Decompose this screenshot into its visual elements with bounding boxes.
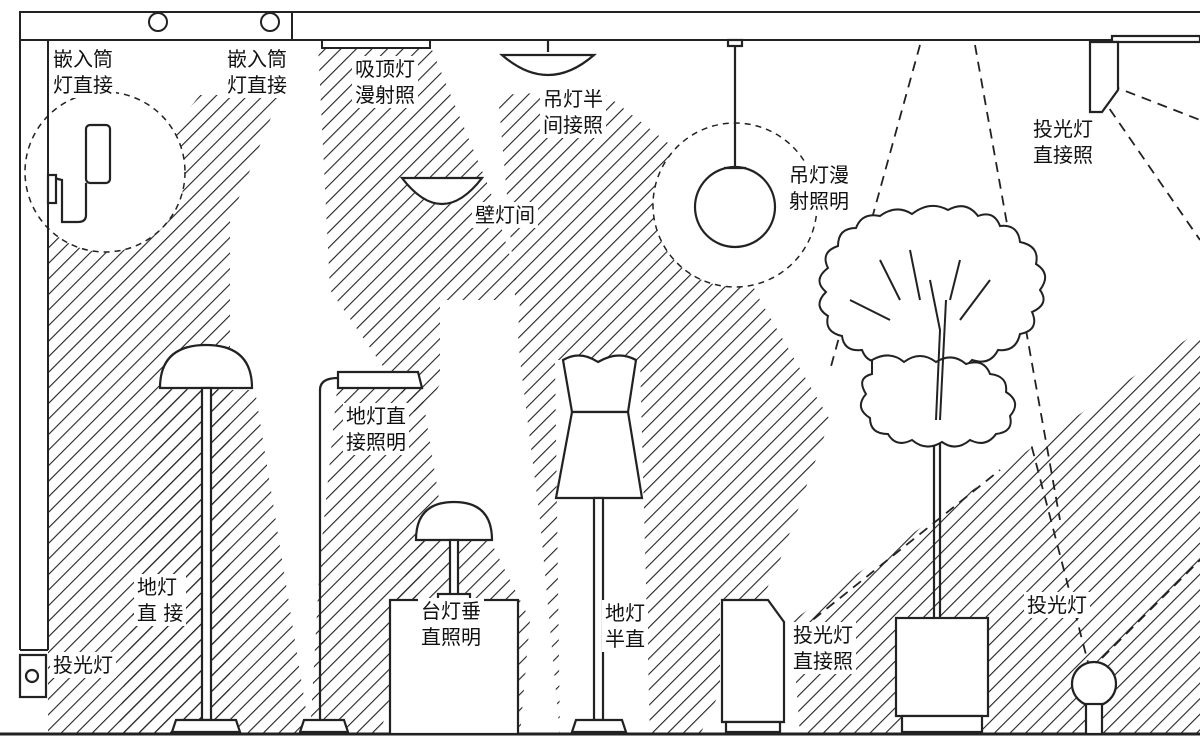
- label-ceiling-diffuse: 吸顶灯 漫射照: [352, 56, 418, 108]
- recessed-light-left: [148, 12, 168, 32]
- floor-lamp-mushroom: [158, 343, 254, 734]
- wall-bowl: [399, 176, 485, 205]
- planter: [894, 420, 990, 734]
- pendant-semi: [499, 40, 597, 76]
- recessed-light-right: [260, 12, 280, 32]
- projector-box: [720, 598, 786, 734]
- cone-floor-direct-b: [118, 390, 310, 735]
- tree-canopy: [818, 204, 1047, 448]
- label-projector-top-right: 投光灯 直接照: [1030, 116, 1096, 168]
- label-floor-lamp-semi: 地灯 半直: [602, 600, 648, 652]
- label-pendant-semi: 吊灯半 间接照: [540, 86, 606, 138]
- clearing-table-top: [440, 300, 520, 460]
- fixtures: [18, 34, 1200, 736]
- projector-top-right: [1088, 34, 1200, 114]
- label-recessed-left: 嵌入筒 灯直接: [50, 46, 116, 98]
- label-projector-left: 投光灯: [50, 652, 116, 678]
- cone-projector-right: [780, 330, 1200, 735]
- cone-floor-direct-a: [310, 380, 440, 735]
- label-projector-box: 投光灯 直接照: [790, 622, 856, 674]
- wall-sconce: [46, 123, 112, 224]
- label-wall-indirect: 壁灯间: [472, 202, 538, 228]
- light-cones: [48, 45, 1200, 735]
- floor-lamp-arc: [298, 370, 424, 734]
- ceiling-fixture: [321, 39, 431, 49]
- label-table-lamp: 台灯垂 直照明: [418, 598, 484, 650]
- label-floor-lamp-direct-a: 地灯直 接照明: [343, 403, 409, 455]
- projector-left: [18, 653, 48, 699]
- label-projector-right: 投光灯: [1024, 592, 1090, 618]
- label-pendant-diffuse: 吊灯漫 射照明: [786, 162, 852, 214]
- label-recessed-right: 嵌入筒 灯直接: [224, 46, 290, 98]
- label-floor-lamp-direct-b: 地灯 直 接: [134, 574, 187, 626]
- pendant-globe: [693, 38, 777, 249]
- ground-spotlight: [1070, 660, 1118, 736]
